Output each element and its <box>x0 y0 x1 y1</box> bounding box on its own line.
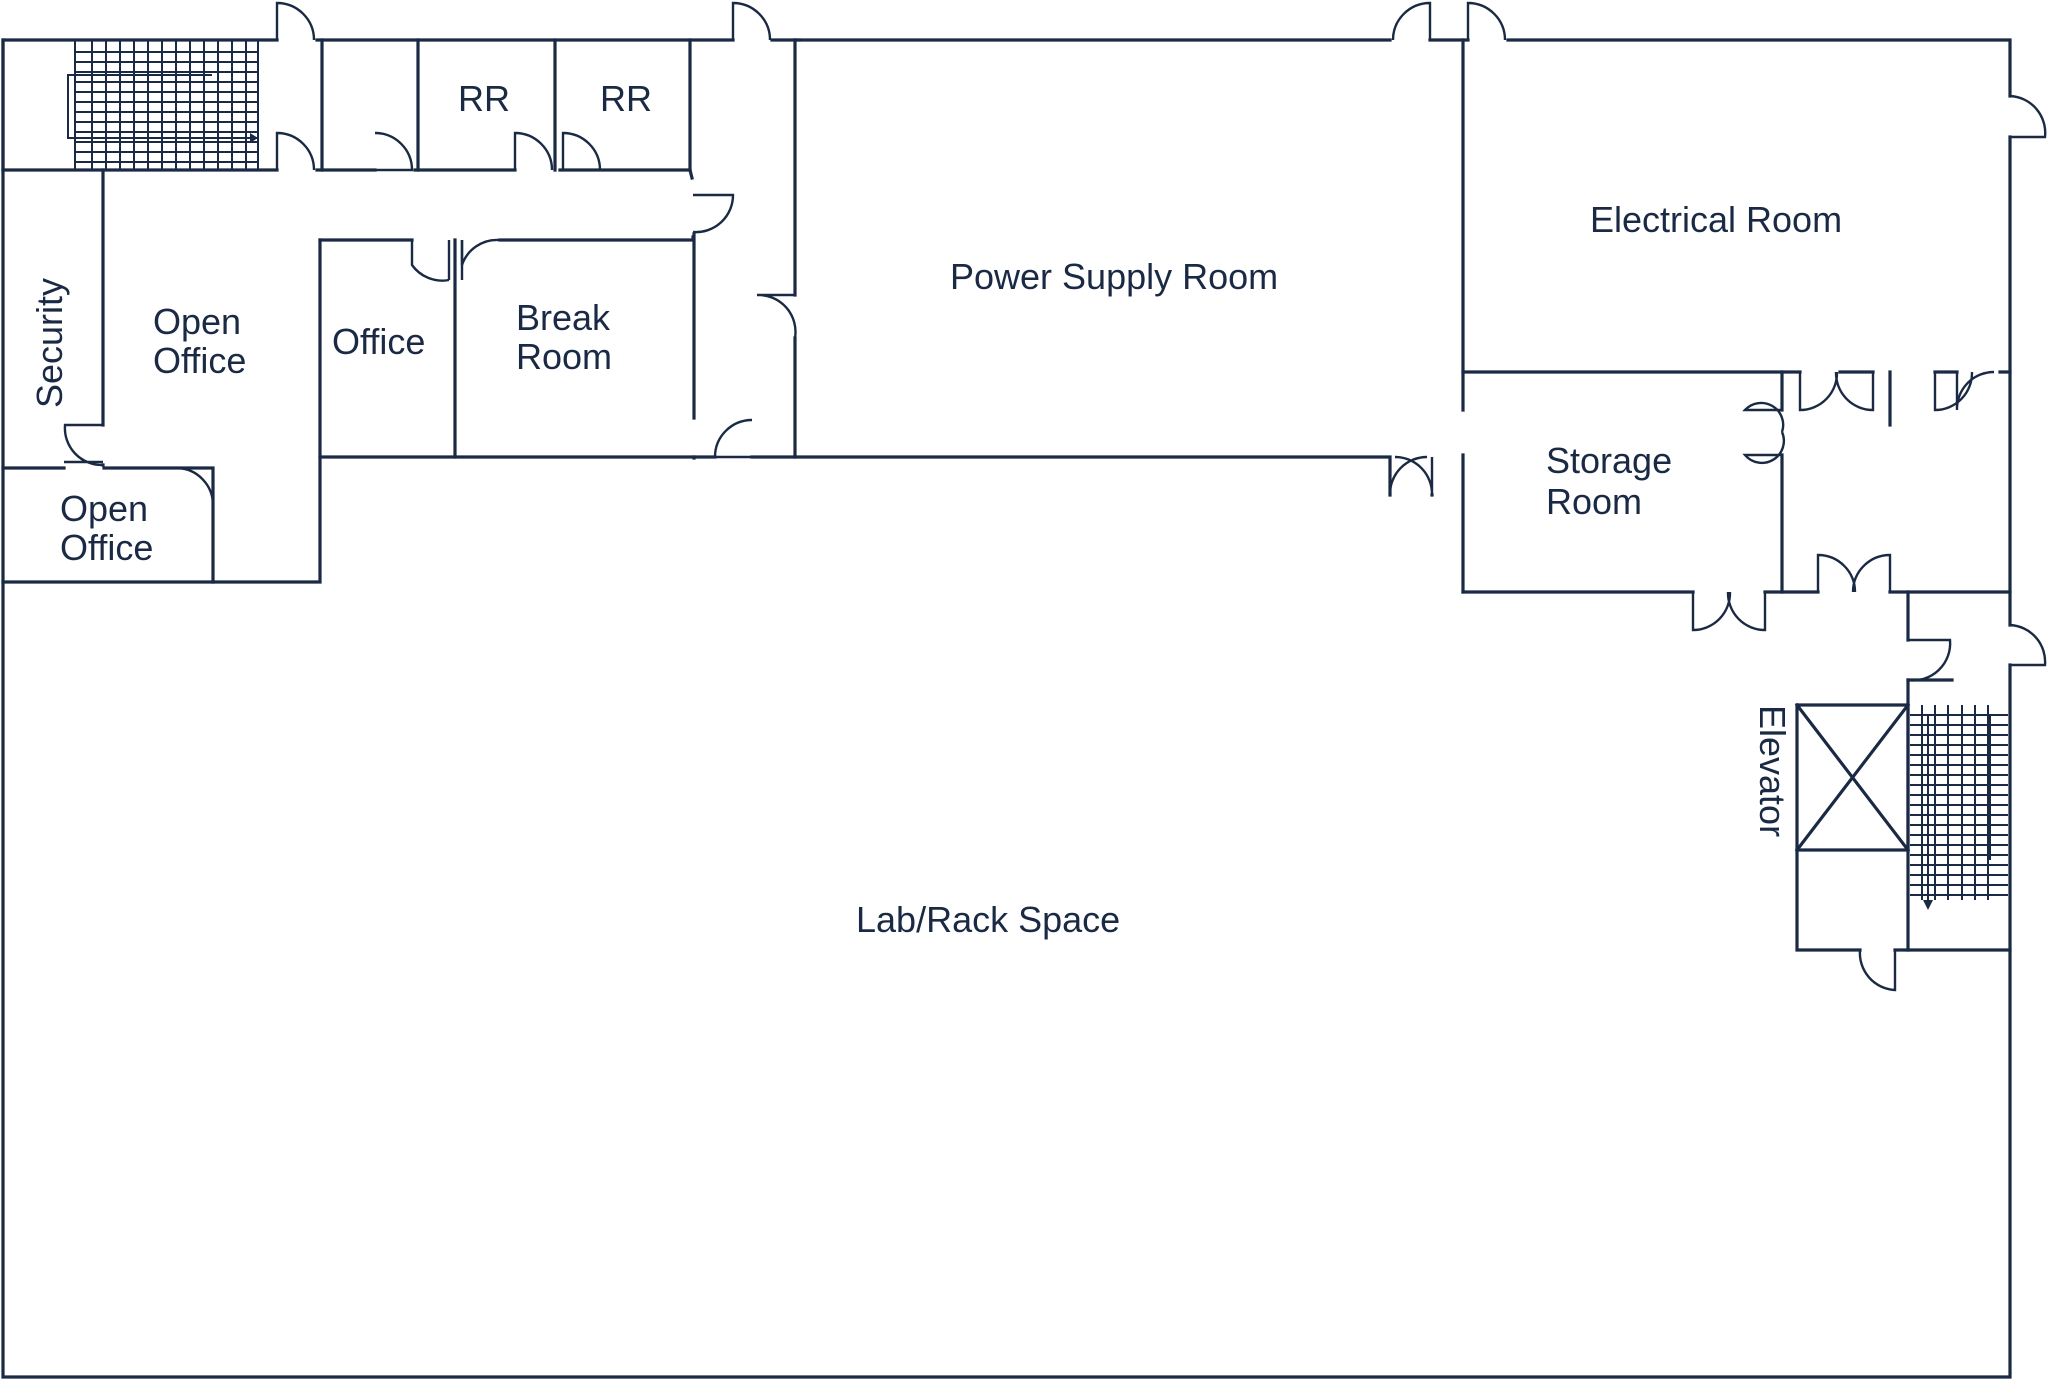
interior-walls <box>1 38 2012 952</box>
label-open-office-lower-line1: Open <box>60 488 148 529</box>
label-restroom-2: RR <box>600 78 652 119</box>
label-restroom-1: RR <box>458 78 510 119</box>
label-office: Office <box>332 321 425 362</box>
label-elevator: Elevator <box>1752 705 1793 837</box>
label-storage-room-line1: Storage <box>1546 440 1672 481</box>
label-lab-rack-space: Lab/Rack Space <box>856 899 1120 940</box>
label-electrical-room: Electrical Room <box>1590 199 1842 240</box>
label-open-office-lower-line2: Office <box>60 527 153 568</box>
room-labels: Security Open Office Open Office RR RR O… <box>29 78 1842 940</box>
stairs-right <box>1910 705 2008 910</box>
label-power-supply-room: Power Supply Room <box>950 256 1278 297</box>
label-open-office-upper-line2: Office <box>153 340 246 381</box>
door-swings <box>63 1 2047 992</box>
label-security: Security <box>29 278 70 408</box>
elevator-shaft <box>1794 702 1911 853</box>
label-open-office-upper-line1: Open <box>153 301 241 342</box>
outer-walls <box>1 38 2012 1379</box>
stairs-top-left <box>67 40 259 170</box>
label-break-room-line1: Break <box>516 297 611 338</box>
label-storage-room-line2: Room <box>1546 481 1642 522</box>
label-break-room-line2: Room <box>516 336 612 377</box>
